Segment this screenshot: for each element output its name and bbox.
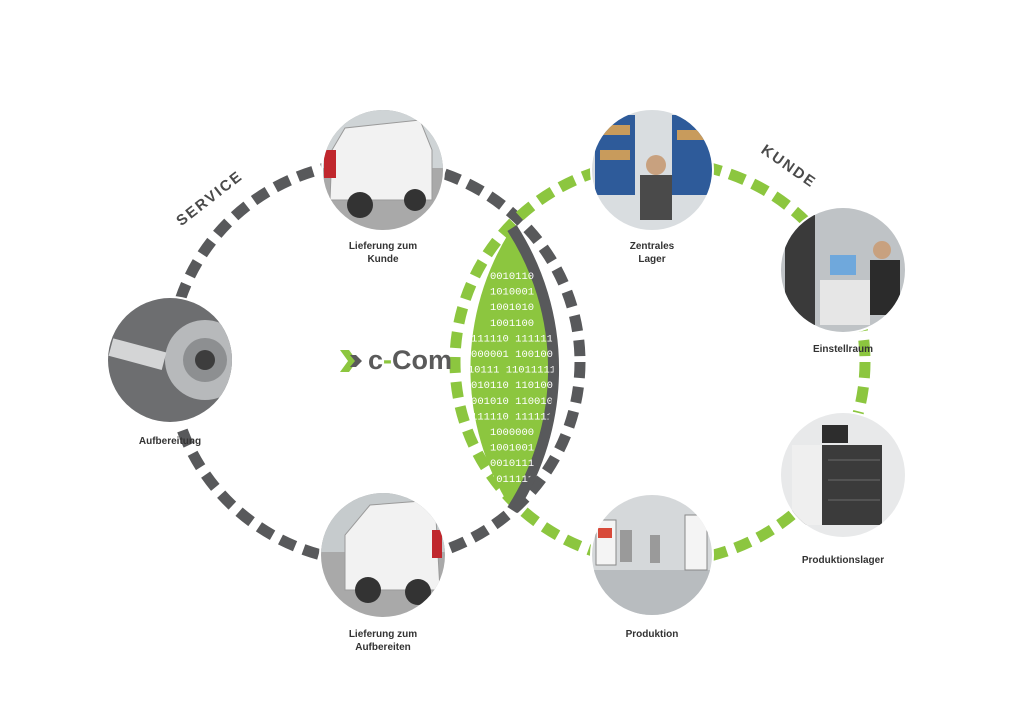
- binary-row: 1000000: [490, 427, 534, 439]
- binary-row: 1010001: [490, 287, 534, 299]
- van-icon: [321, 493, 445, 617]
- binary-row: 0010110 1101000: [465, 380, 560, 392]
- photo-aufbereitung: [106, 296, 234, 424]
- logo-name: Com: [392, 345, 453, 375]
- label-produktion: Produktion: [625, 629, 679, 640]
- double-chevron-icon: [340, 350, 362, 372]
- factory-floor-icon: [592, 495, 712, 615]
- photo-produktionslager: [779, 411, 907, 539]
- binary-row: 1001010: [490, 302, 534, 314]
- binary-row: 0010111: [490, 458, 534, 470]
- label-einstellraum: Einstellraum: [812, 344, 874, 355]
- warehouse-icon: [592, 110, 712, 230]
- label-produktionslager: Produktionslager: [801, 555, 885, 566]
- grinding-tool-icon: [108, 298, 232, 422]
- binary-row: 0111110 1111111: [465, 333, 560, 345]
- binary-row: 0010110: [490, 271, 534, 283]
- logo-dash: -: [383, 345, 393, 375]
- binary-row: 1000001 1001001: [465, 349, 560, 361]
- binary-row: 0111110 1111111: [465, 411, 560, 423]
- photo-produktion: [590, 493, 714, 617]
- binary-row: 0010111 11011111 1: [455, 365, 568, 377]
- binary-row: 1001100: [490, 318, 534, 330]
- presetting-machine-icon: [781, 208, 905, 332]
- photo-lieferung-kunde: [321, 108, 445, 232]
- photo-lieferung-aufbereiten: [319, 491, 447, 619]
- logo-letter-c: c: [368, 345, 384, 375]
- binary-row: 1001010 1100100: [465, 396, 560, 408]
- photo-zentrales-lager: [590, 108, 714, 232]
- storage-cabinet-icon: [781, 413, 905, 537]
- binary-row: 1011111: [490, 474, 534, 486]
- photo-einstellraum: [779, 206, 907, 334]
- binary-row: 1001001: [490, 443, 534, 455]
- c-com-logo: c-Com: [340, 345, 452, 376]
- c-com-data-lens: 0010110 1010001 1001010 1001100 0111110 1111…: [455, 225, 568, 513]
- label-aufbereitung: Aufbereitung: [138, 436, 202, 447]
